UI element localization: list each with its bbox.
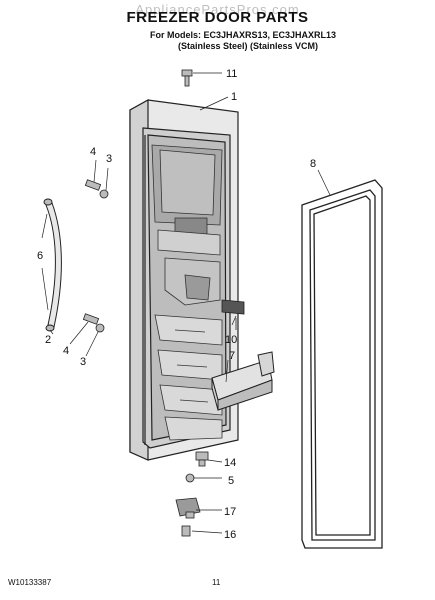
leader-lines (41, 72, 331, 534)
callout-16: 16 (224, 529, 236, 541)
part-3-spacer-lower (95, 323, 105, 333)
part-17-hinge (175, 497, 201, 519)
watermark: AppliancePartsPros.com (135, 2, 300, 17)
part-10-insert (221, 299, 245, 330)
document-number: W10133387 (8, 578, 52, 587)
part-8-gasket (301, 179, 383, 549)
part-11-screw (181, 69, 193, 87)
callout-2: 2 (45, 334, 51, 346)
callout-14: 14 (224, 457, 236, 469)
dispenser-chute (164, 257, 221, 306)
part-16-screw (181, 525, 191, 537)
door-upper-recess (151, 144, 223, 256)
page-title: FREEZER DOOR PARTS (126, 9, 309, 26)
callout-6: 6 (37, 250, 43, 262)
hardware-screws (82, 69, 209, 537)
callout-8: 8 (310, 158, 316, 170)
callout-7: 7 (229, 350, 235, 362)
part-3-spacer-upper (99, 189, 109, 199)
part-4-screw-lower (82, 313, 100, 325)
callout-1: 1 (231, 91, 237, 103)
part-6-handle (43, 198, 62, 332)
callout-11: 11 (226, 68, 237, 80)
callout-labels: 11 1 4 3 8 6 2 4 3 10 7 14 5 17 16 (37, 68, 316, 541)
callout-4-upper: 4 (90, 146, 96, 158)
models-line-1: For Models: EC3JHAXRS13, EC3JHAXRL13 (150, 30, 337, 40)
page-number: 11 (212, 578, 221, 587)
callout-3-upper: 3 (106, 153, 112, 165)
part-7-door-bin (211, 351, 275, 411)
callout-5: 5 (228, 475, 234, 487)
callout-17: 17 (224, 506, 236, 518)
callout-4-lower: 4 (63, 345, 69, 357)
door-bin-shelves (154, 314, 223, 441)
part-4-screw-upper (84, 179, 102, 191)
model-list: For Models: EC3JHAXRS13, EC3JHAXRL13 (St… (150, 30, 336, 52)
callout-10: 10 (225, 334, 237, 346)
part-5-bushing (185, 473, 195, 483)
callout-3-lower: 3 (80, 356, 86, 368)
part-14-hinge-pin (195, 451, 209, 467)
models-line-2: (Stainless Steel) (Stainless VCM) (178, 41, 319, 51)
